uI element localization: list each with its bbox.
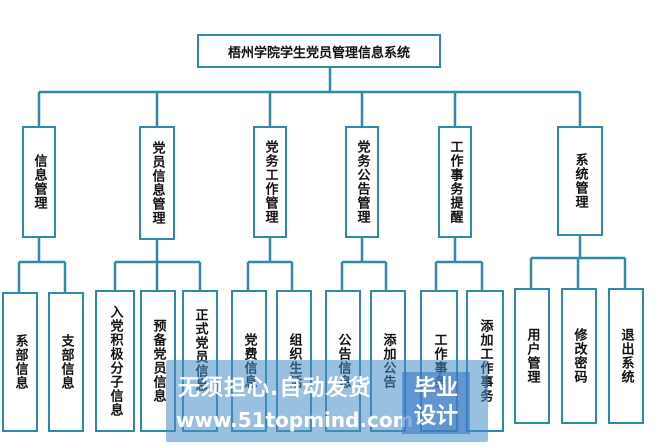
- leaf-label: 用户管理: [524, 328, 540, 384]
- module-label: 党务工作管理: [262, 140, 278, 224]
- watermark-badge: 毕业 设计: [402, 372, 470, 434]
- module-label: 信息管理: [31, 154, 47, 210]
- root-label: 梧州学院学生党员管理信息系统: [227, 45, 410, 61]
- module-system-management: 系统管理: [557, 126, 603, 236]
- leaf-exit-system: 退出系统: [608, 288, 644, 424]
- module-info-management: 信息管理: [22, 126, 56, 238]
- leaf-user-management: 用户管理: [514, 288, 550, 424]
- module-announcement-management: 党务公告管理: [345, 126, 379, 238]
- leaf-label: 系部信息: [12, 334, 28, 390]
- watermark-url: www.51topmind.com: [176, 408, 414, 432]
- module-work-reminder: 工作事务提醒: [438, 126, 472, 238]
- leaf-department-info: 系部信息: [2, 292, 38, 432]
- module-party-member-management: 党员信息管理: [139, 126, 175, 240]
- module-label: 党务公告管理: [354, 140, 370, 224]
- leaf-label: 修改密码: [571, 328, 587, 384]
- root-node: 梧州学院学生党员管理信息系统: [197, 34, 441, 68]
- leaf-activist-info: 入党积极分子信息: [95, 290, 135, 432]
- leaf-label: 支部信息: [58, 334, 74, 390]
- leaf-branch-info: 支部信息: [48, 292, 84, 432]
- module-party-work-management: 党务工作管理: [253, 126, 287, 238]
- module-label: 党员信息管理: [149, 141, 165, 225]
- watermark-banner: 无须担心.自动发货 www.51topmind.com 毕业 设计: [166, 360, 488, 442]
- leaf-change-password: 修改密码: [561, 288, 597, 424]
- leaf-label: 预备党员信息: [150, 319, 166, 403]
- module-label: 系统管理: [572, 153, 588, 209]
- watermark-badge-top: 毕业: [413, 376, 458, 401]
- leaf-label: 入党积极分子信息: [107, 305, 123, 417]
- module-label: 工作事务提醒: [447, 140, 463, 224]
- watermark-slogan: 无须担心.自动发货: [178, 376, 372, 401]
- leaf-label: 退出系统: [618, 328, 634, 384]
- watermark-badge-bottom: 设计: [413, 404, 458, 429]
